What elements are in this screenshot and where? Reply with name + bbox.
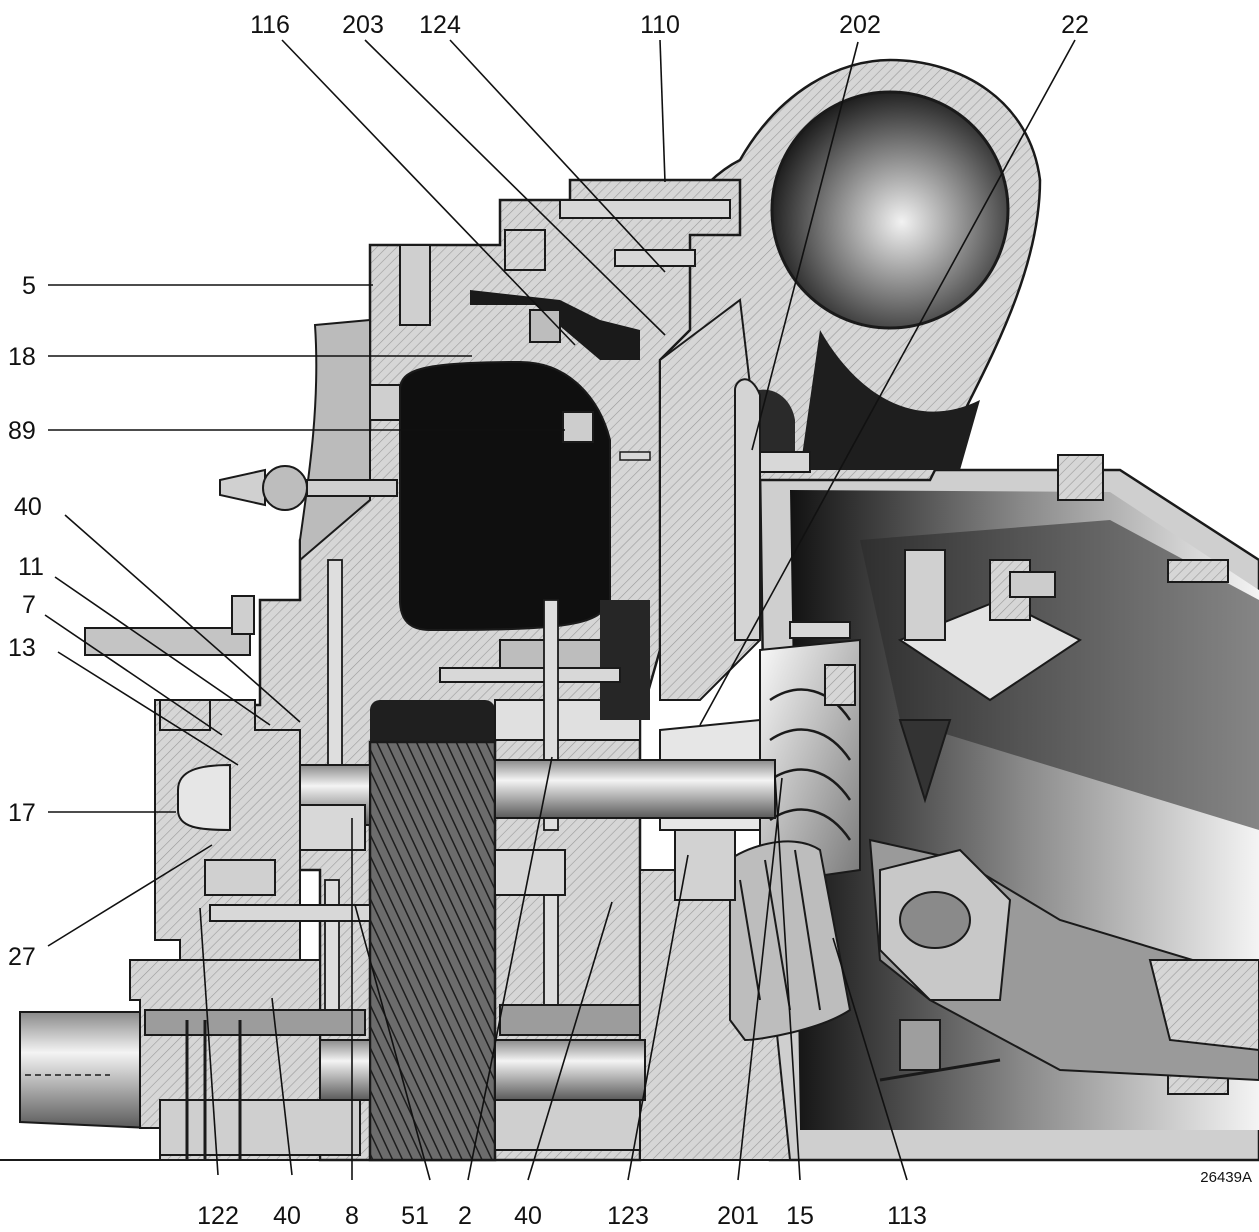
figure-id: 26439A (1200, 1169, 1252, 1186)
leader-22 (699, 39, 1076, 726)
callout-22: 22 (1061, 11, 1089, 39)
callout-40-left: 40 (14, 493, 42, 521)
leader-122 (199, 907, 219, 1176)
callout-2: 2 (458, 1202, 472, 1230)
callout-17: 17 (8, 799, 36, 827)
nozzle-linkage (879, 549, 1082, 1082)
leader-123 (627, 854, 689, 1181)
callout-8: 8 (345, 1202, 359, 1230)
callout-40-bottom-left: 40 (273, 1202, 301, 1230)
leader-27 (47, 844, 213, 947)
leader-lines (44, 39, 1076, 1181)
callout-18: 18 (8, 343, 36, 371)
leader-203 (364, 39, 666, 336)
callout-110: 110 (640, 11, 680, 39)
leader-51 (354, 904, 431, 1181)
callout-123: 123 (607, 1202, 649, 1230)
leader-110 (659, 39, 666, 183)
lower-housing (129, 959, 641, 1161)
callout-113: 113 (887, 1202, 927, 1230)
turbine-wheel (759, 638, 861, 882)
leader-13 (57, 651, 239, 766)
drive-gear (368, 740, 497, 1162)
callout-124: 124 (419, 11, 461, 39)
callout-116: 116 (250, 11, 290, 39)
leader-15 (774, 774, 801, 1181)
leader-202 (751, 41, 859, 451)
callout-122: 122 (197, 1202, 239, 1230)
leader-40a (64, 514, 301, 723)
callout-201: 201 (717, 1202, 759, 1230)
compressor-wheel (729, 840, 852, 1042)
callout-40-bottom-center: 40 (514, 1202, 542, 1230)
callout-202: 202 (839, 11, 881, 39)
callout-89: 89 (8, 417, 36, 445)
callout-7: 7 (22, 591, 36, 619)
leader-116 (281, 39, 576, 346)
leader-40b (271, 997, 293, 1176)
callout-labels: 116 203 124 110 202 22 5 18 89 40 11 7 1… (8, 11, 1252, 1230)
leader-201 (737, 777, 783, 1181)
callout-13: 13 (8, 634, 36, 662)
leader-11 (54, 576, 271, 726)
callout-11: 11 (18, 553, 44, 581)
leader-40c (527, 901, 613, 1181)
leader-113 (832, 937, 908, 1181)
callout-5: 5 (22, 272, 36, 300)
callout-203: 203 (342, 11, 384, 39)
callout-27: 27 (8, 943, 36, 971)
leader-124 (449, 39, 666, 273)
end-cover (154, 699, 371, 961)
callout-15: 15 (786, 1202, 814, 1230)
leader-2 (467, 756, 553, 1181)
callout-51: 51 (401, 1202, 429, 1230)
leader-7 (44, 614, 223, 736)
exhaust-housing (758, 454, 1259, 1162)
